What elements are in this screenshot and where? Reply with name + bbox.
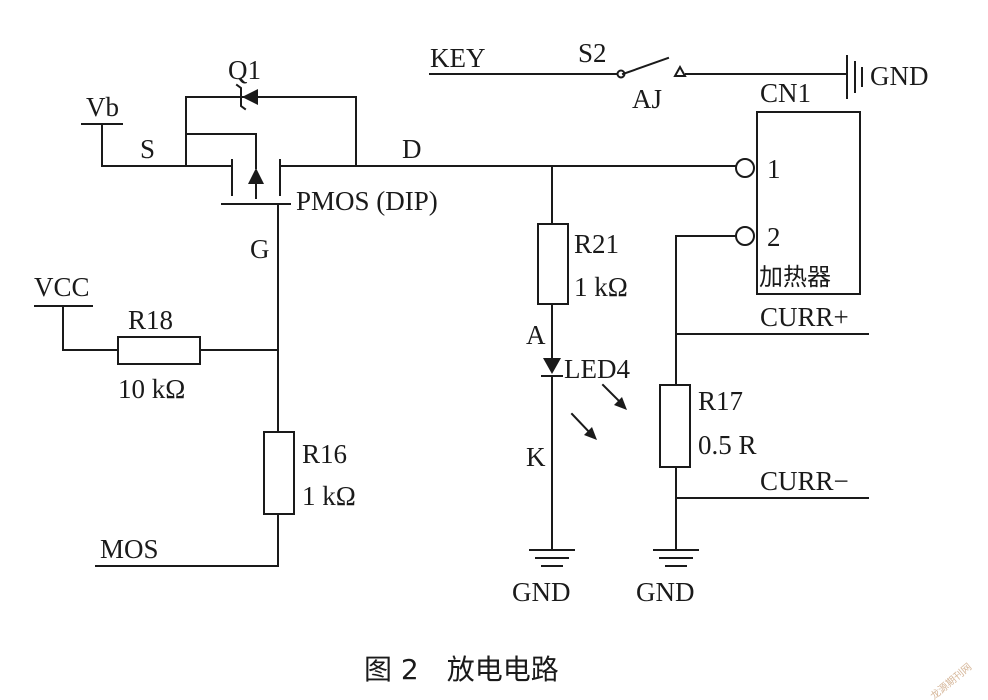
cn1-connector-box	[756, 111, 861, 295]
mos-label: MOS	[100, 534, 159, 564]
gnd-top-label: GND	[870, 61, 929, 91]
led-branch	[537, 165, 627, 549]
r18-label: R18	[128, 305, 173, 335]
resistor-r16	[263, 431, 295, 515]
r17-value: 0.5 R	[698, 430, 757, 460]
cn1-pin1-label: 1	[767, 154, 781, 184]
r18-value: 10 kΩ	[118, 374, 185, 404]
figure-caption: 图 2 放电电路	[364, 653, 559, 686]
led4-label: LED4	[564, 354, 630, 384]
cathode-label: K	[526, 442, 546, 472]
curr-plus-label: CURR+	[760, 302, 849, 332]
drain-label: D	[402, 134, 422, 164]
cn1-pin2-terminal	[735, 226, 755, 246]
ground-symbol-r17	[653, 549, 699, 567]
r17-label: R17	[698, 386, 743, 416]
cn1-pin2-label: 2	[767, 222, 781, 252]
r21-label: R21	[574, 229, 619, 259]
vcc-label: VCC	[34, 272, 90, 302]
r16-label: R16	[302, 439, 347, 469]
switch-s2	[429, 56, 847, 79]
r21-value: 1 kΩ	[574, 272, 628, 302]
shunt-branch	[659, 235, 869, 549]
resistor-r18	[34, 305, 279, 365]
ground-symbol-led	[529, 549, 575, 567]
key-label: KEY	[430, 43, 486, 73]
q1-label: Q1	[228, 55, 261, 85]
gate-label: G	[250, 234, 270, 264]
heater-label: 加热器	[759, 263, 831, 291]
pmos-dip-label: PMOS (DIP)	[296, 186, 438, 216]
curr-minus-label: CURR−	[760, 466, 849, 496]
s2-label: S2	[578, 38, 607, 68]
cn1-pin1-terminal	[735, 158, 755, 178]
gnd-r17-label: GND	[636, 577, 695, 607]
anode-label: A	[526, 320, 546, 350]
aj-label: AJ	[632, 84, 662, 114]
source-label: S	[140, 134, 155, 164]
watermark: 龙源期刊网	[928, 660, 975, 700]
gnd-led-label: GND	[512, 577, 571, 607]
ground-symbol-top	[846, 55, 863, 99]
cn1-label: CN1	[760, 78, 811, 108]
r16-value: 1 kΩ	[302, 481, 356, 511]
vb-label: Vb	[86, 92, 119, 122]
